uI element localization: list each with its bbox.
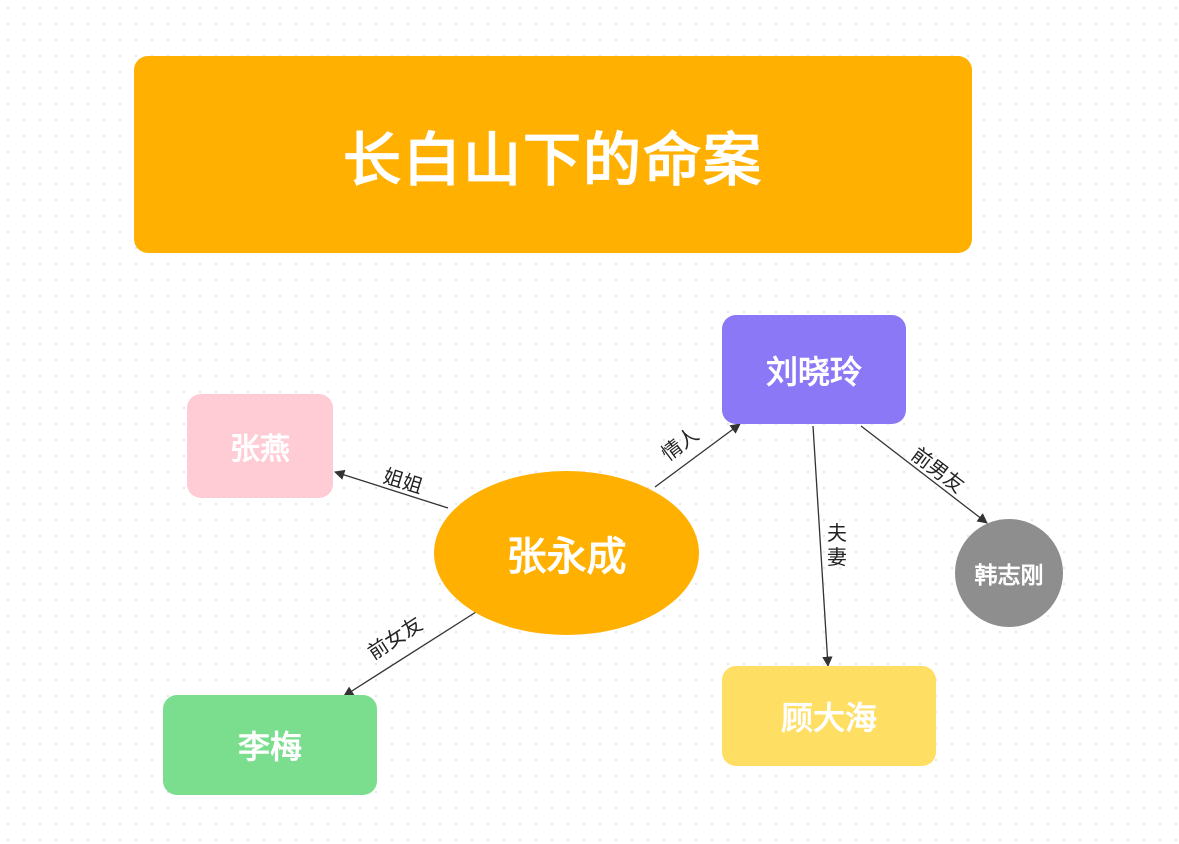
edge-label-spouse-1: 夫: [827, 521, 847, 545]
edge-label-ex-boyfriend: 前男友: [907, 442, 969, 497]
edge-label-lover: 情人: [657, 422, 703, 465]
edge-label-spouse-2: 妻: [827, 545, 847, 569]
node-zhangyongcheng-label: 张永成: [506, 534, 627, 580]
edge-liuxiaoling-hanzhigang: [860, 425, 988, 524]
edge-label-ex-girlfriend: 前女友: [363, 612, 426, 665]
node-limei-label: 李梅: [237, 728, 302, 766]
node-hanzhigang: 韩志刚: [955, 519, 1063, 627]
edge-liuxiaoling-gudahai: [812, 425, 833, 668]
node-zhangyan: 张燕: [187, 394, 333, 498]
node-zhangyongcheng: 张永成: [434, 471, 699, 635]
title-box: 长白山下的命案: [134, 56, 972, 253]
edge-zhangyongcheng-zhangyan: [334, 469, 449, 509]
edge-zhangyongcheng-limei: [343, 611, 477, 697]
edge-label-sister: 姐姐: [380, 464, 425, 499]
diagram-title: 长白山下的命案: [342, 125, 763, 194]
node-gudahai-label: 顾大海: [780, 699, 877, 737]
node-limei: 李梅: [163, 695, 377, 795]
node-zhangyan-label: 张燕: [230, 432, 290, 467]
node-hanzhigang-label: 韩志刚: [974, 563, 1044, 589]
node-liuxiaoling: 刘晓玲: [722, 315, 906, 424]
node-gudahai: 顾大海: [722, 666, 936, 766]
edge-zhangyongcheng-liuxiaoling: [654, 423, 741, 488]
node-liuxiaoling-label: 刘晓玲: [765, 352, 862, 391]
